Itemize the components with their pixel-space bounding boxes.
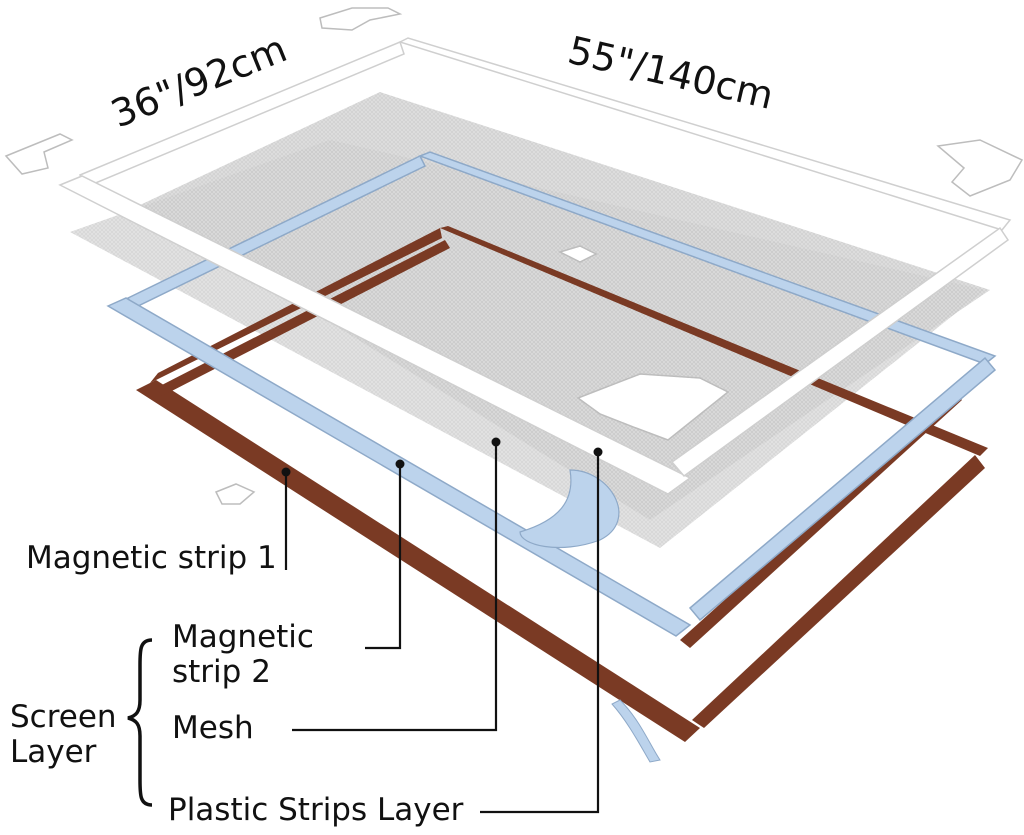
blue-tape-curl	[519, 469, 620, 549]
leader-line-magnetic-strip-2	[365, 464, 402, 650]
mesh-tab-center	[557, 245, 598, 263]
leader-line-plastic-strips	[480, 452, 600, 814]
label-screen-layer-line1: Screen	[10, 699, 117, 735]
screen-layer-brace	[127, 638, 153, 807]
leader-lines	[281, 437, 603, 814]
corner-connector-large	[576, 373, 730, 441]
brown-strip-inner-left	[156, 240, 450, 396]
label-mesh: Mesh	[172, 710, 254, 746]
label-magnetic-strip-2-line1: Magnetic	[172, 619, 314, 655]
label-screen-layer-line2: Layer	[10, 734, 97, 770]
label-magnetic-strip-2-line2: strip 2	[172, 654, 271, 690]
mesh-tab-left	[214, 483, 256, 505]
label-plastic-strips-layer: Plastic Strips Layer	[168, 792, 464, 828]
corner-connector-left	[4, 133, 74, 175]
corner-connector-right	[936, 139, 1024, 197]
blue-strip-top	[417, 151, 997, 365]
white-plastic-frame	[58, 37, 1012, 495]
blue-tape-tail	[611, 699, 661, 763]
label-magnetic-strip-1: Magnetic strip 1	[26, 540, 277, 576]
leader-line-mesh	[292, 442, 498, 732]
plastic-strip-top	[398, 37, 1012, 231]
mesh-sheet-front	[70, 140, 985, 548]
plastic-strip-front	[58, 175, 692, 495]
brown-magnetic-frame	[136, 226, 988, 742]
blue-strip-right	[688, 356, 997, 622]
corner-connector-top	[319, 7, 403, 31]
length-dimension-label: 55"/140cm	[564, 28, 778, 118]
brown-strip-right	[692, 455, 985, 728]
width-dimension-label: 36"/92cm	[105, 26, 293, 136]
corner-connectors	[4, 7, 1024, 505]
brown-strip-front	[136, 380, 700, 742]
brown-strip-top	[440, 226, 988, 456]
plastic-strip-right	[670, 226, 1010, 478]
